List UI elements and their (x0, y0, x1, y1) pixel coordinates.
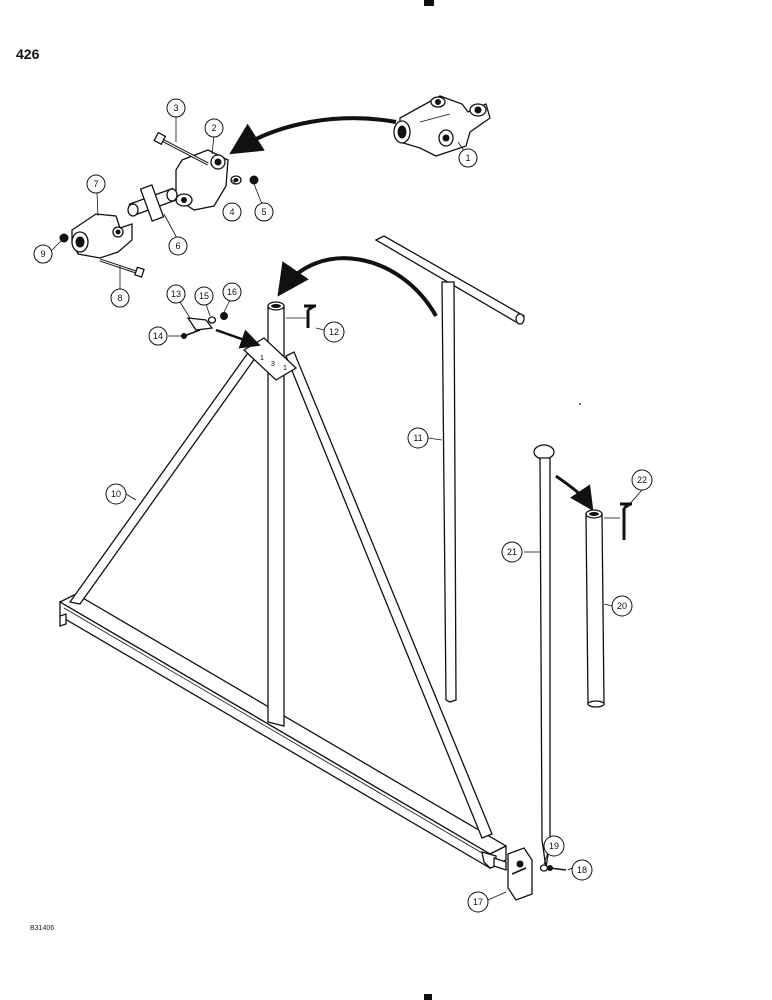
svg-text:16: 16 (227, 287, 237, 297)
callout-1: 1 (458, 148, 478, 168)
tube-lock-pin-part (604, 502, 632, 540)
universal-joint-assembly-part (393, 95, 491, 157)
small-bracket-part (186, 317, 214, 331)
callout-4: 4 (222, 202, 242, 222)
svg-text:14: 14 (153, 331, 163, 341)
assembly-arrow-bracket (215, 328, 261, 349)
bracket-mark-mid: 3 (271, 361, 275, 368)
svg-text:20: 20 (617, 601, 627, 611)
svg-text:4: 4 (229, 207, 234, 217)
callout-19: 19 (543, 835, 565, 857)
end-bolt-part (547, 865, 567, 871)
callout-14: 14 (148, 326, 168, 346)
callout-12: 12 (323, 321, 345, 343)
cross-spider-part (127, 184, 178, 222)
lock-pin-part (286, 304, 316, 328)
callout-7: 7 (86, 174, 106, 194)
callout-17: 17 (467, 891, 489, 913)
callout-13: 13 (166, 284, 186, 304)
svg-text:8: 8 (117, 293, 122, 303)
callout-16: 16 (222, 282, 242, 302)
svg-text:21: 21 (507, 547, 517, 557)
svg-text:7: 7 (93, 179, 98, 189)
tube-opening (589, 512, 599, 516)
bracket-mark-left: 1 (260, 355, 264, 362)
svg-text:9: 9 (40, 249, 45, 259)
assembly-arrow-middle (277, 256, 438, 317)
end-bracket-plate-part (507, 847, 533, 901)
callout-10: 10 (105, 483, 127, 505)
small-nut-part (220, 312, 228, 320)
nut-part (249, 175, 259, 185)
callout-21: 21 (501, 541, 523, 563)
svg-text:19: 19 (549, 841, 559, 851)
page-number: 426 (16, 46, 40, 62)
washer-hole (233, 178, 239, 182)
callout-11: 11 (407, 427, 429, 449)
footer-fragment-mark (424, 994, 432, 1000)
callout-22: 22 (631, 469, 653, 491)
t-handle-bar-part (374, 235, 526, 703)
svg-text:2: 2 (211, 123, 216, 133)
small-washer-part (207, 316, 217, 324)
figure-code: B31406 (30, 925, 55, 932)
callout-9: 9 (33, 244, 53, 264)
a-frame-stand-part: 1 3 1 (58, 301, 508, 871)
yoke-part (175, 149, 229, 211)
svg-text:17: 17 (473, 897, 483, 907)
svg-text:22: 22 (637, 475, 647, 485)
assembly-arrow-rod (555, 474, 594, 511)
svg-text:3: 3 (173, 103, 178, 113)
header-fragment-mark (424, 0, 434, 6)
svg-text:15: 15 (199, 291, 209, 301)
stray-mark (579, 403, 581, 405)
callout-3: 3 (166, 98, 186, 118)
small-bolt-part (181, 329, 201, 339)
callout-18: 18 (571, 859, 593, 881)
svg-text:6: 6 (175, 241, 180, 251)
svg-text:13: 13 (171, 289, 181, 299)
svg-text:18: 18 (577, 865, 587, 875)
callout-8: 8 (110, 288, 130, 308)
bracket-mark-right: 1 (283, 365, 287, 372)
svg-text:12: 12 (329, 327, 339, 337)
svg-text:10: 10 (111, 489, 121, 499)
assembly-arrow-upper (229, 116, 397, 155)
callout-2: 2 (204, 118, 224, 138)
lower-yoke-part (71, 213, 133, 259)
stake-rod-part (533, 444, 555, 869)
callout-20: 20 (611, 595, 633, 617)
callout-6: 6 (168, 236, 188, 256)
post-socket-hole (271, 304, 281, 308)
tube-sleeve-part (585, 509, 605, 708)
svg-text:11: 11 (413, 433, 422, 443)
svg-text:1: 1 (465, 153, 470, 163)
callout-5: 5 (254, 202, 274, 222)
end-washer-part (539, 864, 549, 872)
svg-text:5: 5 (261, 207, 266, 217)
bolt-part (153, 131, 209, 166)
lower-bolt-part (99, 258, 145, 278)
callout-15: 15 (194, 286, 214, 306)
